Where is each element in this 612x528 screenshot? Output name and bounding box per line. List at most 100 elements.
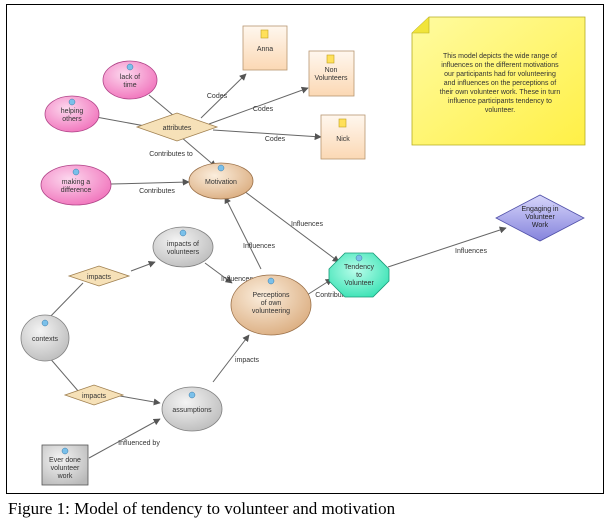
node-label: Volunteer (344, 280, 374, 287)
edge-lack-attr (148, 94, 175, 117)
edge-attr-motivation (180, 136, 217, 168)
edge-label-influenced-by: Influenced by (118, 440, 160, 447)
edge-everdone-assumptions (88, 418, 161, 459)
node-marker-icon (68, 98, 76, 106)
edge-codes-nick (212, 129, 322, 141)
node-perceptions[interactable]: Perceptions of own volunteering (230, 274, 312, 336)
node-non-volunteers[interactable]: Non Volunteers (308, 50, 355, 97)
node-label: Work (532, 222, 549, 229)
node-helping-others[interactable]: helping others (44, 95, 100, 133)
node-marker-icon (267, 277, 275, 285)
edge-perceptions-motivation (224, 196, 262, 270)
node-label: assumptions (172, 407, 212, 414)
edge-label-codes-nick: Codes (265, 136, 286, 143)
node-label: Tendency (344, 264, 374, 271)
node-label: impacts of (167, 241, 199, 248)
note-line: our participants had for volunteering (444, 71, 556, 78)
node-label: to (356, 272, 362, 279)
node-label: Non (325, 67, 338, 74)
node-label: impacts (82, 393, 107, 400)
node-nick[interactable]: Nick (320, 114, 366, 160)
figure-frame: Codes Codes Codes Contributes to Contrib… (6, 4, 604, 494)
node-anna[interactable]: Anna (242, 25, 288, 71)
node-label: Motivation (205, 179, 237, 186)
node-label: others (62, 116, 82, 123)
edge-making-motivation (110, 178, 190, 186)
document-icon (338, 118, 347, 128)
edge-impactsvol-perceptions (204, 262, 233, 284)
node-label: attributes (163, 125, 192, 132)
edge-label-codes-non: Codes (253, 106, 274, 113)
node-label: of own (261, 300, 282, 307)
edge-helping-attr (95, 116, 146, 127)
edge-contexts-impacts (45, 282, 84, 322)
node-label: Perceptions (253, 292, 290, 299)
node-label: volunteers (167, 249, 200, 256)
note-line: and influences on the perceptions of (444, 80, 557, 87)
node-marker-icon (217, 164, 225, 172)
document-icon (326, 54, 335, 64)
document-icon (260, 29, 269, 39)
node-label: contexts (32, 336, 59, 343)
node-label: Nick (336, 136, 350, 143)
node-label: lack of (120, 74, 140, 81)
node-label: Ever done (49, 457, 81, 464)
node-label: time (123, 82, 136, 89)
note-line: their own volunteer work. These in turn (440, 89, 561, 96)
edge-tendency-engaging (387, 226, 507, 268)
node-marker-icon (355, 254, 363, 262)
edge-label-codes-anna: Codes (207, 93, 228, 100)
edge-label-influences-perc-mot: Influences (243, 243, 275, 250)
node-ever-done-volunteer-work[interactable]: Ever done volunteer work (41, 444, 89, 486)
node-marker-icon (126, 63, 134, 71)
node-label: Volunteers (314, 75, 348, 82)
node-lack-of-time[interactable]: lack of time (102, 60, 158, 100)
node-label: Engaging in (522, 206, 559, 213)
node-contexts[interactable]: contexts (20, 314, 70, 362)
node-label: impacts (87, 274, 112, 281)
figure-caption: Figure 1: Model of tendency to volunteer… (8, 499, 396, 518)
edge-label-influences-mot-tend: Influences (291, 221, 323, 228)
node-impacts-top[interactable]: impacts (67, 265, 131, 287)
node-marker-icon (188, 391, 196, 399)
note-line: volunteer. (485, 107, 515, 114)
node-label: helping (61, 108, 84, 115)
note-line: influences on the different motivations (441, 62, 559, 69)
edge-label-influences-tend-eng: Influences (455, 248, 487, 255)
note-line: This model depicts the wide range of (443, 53, 557, 60)
node-label: Anna (257, 46, 273, 53)
node-making-a-difference[interactable]: making a difference (40, 164, 112, 206)
node-label: work (57, 473, 73, 480)
node-marker-icon (179, 229, 187, 237)
edge-label-influences-imp-perc: Influences (221, 276, 253, 283)
edge-codes-non-volunteers (208, 86, 309, 125)
node-assumptions[interactable]: assumptions (161, 386, 223, 432)
edge-label-contributes-making: Contributes (139, 188, 175, 195)
node-motivation[interactable]: Motivation (188, 162, 254, 200)
node-label: volunteering (252, 308, 290, 315)
node-label: volunteer (51, 465, 80, 472)
edge-codes-anna (200, 73, 247, 119)
node-tendency-to-volunteer[interactable]: Tendency to Volunteer (328, 252, 390, 298)
description-note: This model depicts the wide range of inf… (411, 16, 586, 146)
edge-label-contributes-perc-tend: Contributes to (315, 292, 359, 299)
edge-perceptions-tendency (306, 278, 333, 296)
edge-assumptions-perceptions (212, 334, 250, 383)
node-attributes[interactable]: attributes (135, 112, 219, 142)
node-label: making a (62, 179, 91, 186)
diagram-canvas: Codes Codes Codes Contributes to Contrib… (20, 16, 586, 486)
note-line: influence participants tendency to (448, 98, 552, 105)
edge-label-contributes-attr: Contributes to (149, 151, 193, 158)
node-marker-icon (41, 319, 49, 327)
edge-impacts-impactsvol (130, 260, 156, 272)
node-impacts-bottom[interactable]: impacts (63, 384, 125, 406)
node-impacts-of-volunteers[interactable]: impacts of volunteers (152, 226, 214, 268)
node-label: difference (61, 187, 92, 194)
node-marker-icon (61, 447, 69, 455)
node-engaging-in-volunteer-work[interactable]: Engaging in Volunteer Work (495, 194, 585, 242)
node-marker-icon (72, 168, 80, 176)
edge-impacts2-assumptions (119, 395, 161, 406)
node-label: Volunteer (525, 214, 555, 221)
edge-motivation-tendency (243, 190, 340, 263)
edges (45, 73, 507, 459)
